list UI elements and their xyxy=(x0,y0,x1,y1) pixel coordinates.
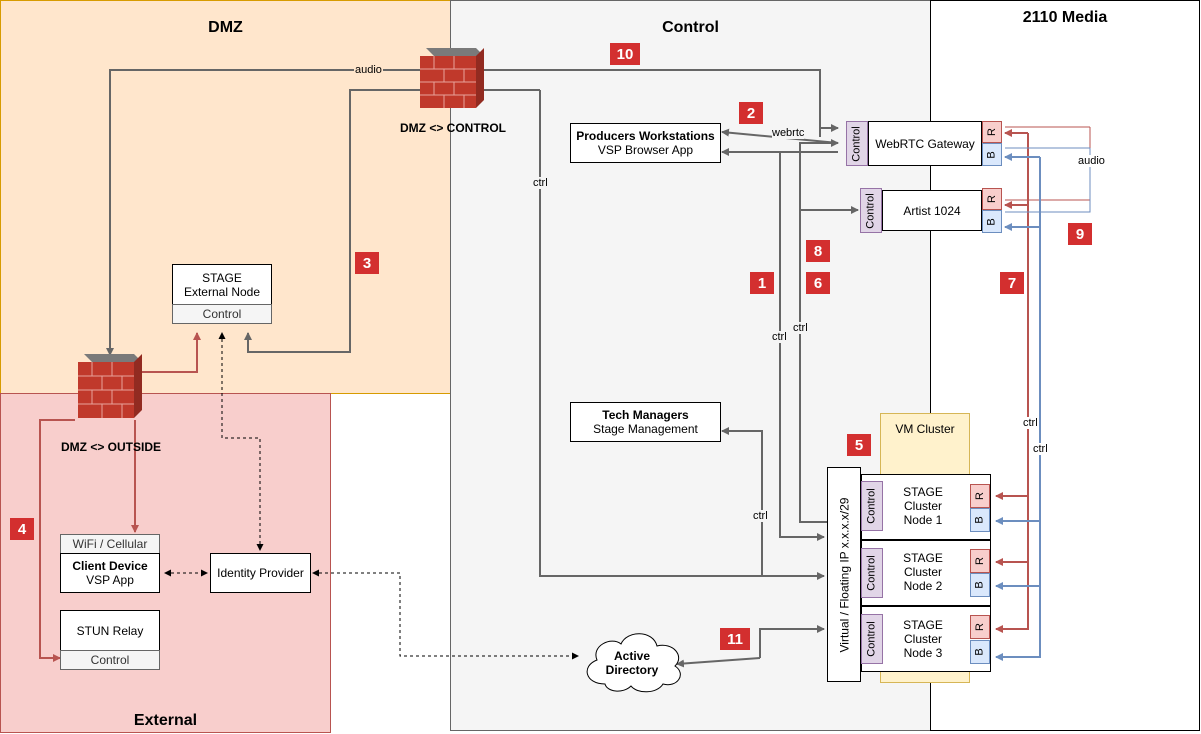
producers-title: Producers Workstations xyxy=(576,129,715,143)
artist-red-port: R xyxy=(982,188,1002,210)
cluster-node-1-control-port: Control xyxy=(861,481,883,531)
badge-1: 1 xyxy=(750,272,774,294)
firewall-dmz-outside-label: DMZ <> OUTSIDE xyxy=(61,440,162,454)
label-ctrl-6: ctrl xyxy=(793,322,808,334)
stun-relay: STUN Relay xyxy=(60,610,160,650)
cluster-node-2-line2: Cluster xyxy=(903,565,942,579)
cluster-node-3-red-port: R xyxy=(970,615,990,639)
identity-provider: Identity Provider xyxy=(210,553,311,593)
badge-5: 5 xyxy=(847,434,871,456)
client-device: Client Device VSP App xyxy=(60,553,160,593)
label-ctrl-media-2: ctrl xyxy=(1033,443,1048,455)
webrtc-gateway-label: WebRTC Gateway xyxy=(875,136,975,151)
cluster-node-3-line1: STAGE xyxy=(903,618,943,632)
active-directory-line2: Directory xyxy=(605,663,659,677)
label-ctrl-1: ctrl xyxy=(772,331,787,343)
cluster-node-3-control-port: Control xyxy=(861,614,883,664)
cluster-node-2-red-port: R xyxy=(970,549,990,573)
label-audio-right: audio xyxy=(1078,155,1105,167)
client-device-title: Client Device xyxy=(72,559,148,573)
cluster-node-2-line3: Node 2 xyxy=(903,579,943,593)
stage-external-control: Control xyxy=(172,304,272,324)
badge-4: 4 xyxy=(10,518,34,540)
artist-blue-port: B xyxy=(982,210,1002,233)
cluster-node-3-line2: Cluster xyxy=(903,632,942,646)
badge-3: 3 xyxy=(355,252,379,274)
firewall-dmz-control-icon xyxy=(418,38,484,110)
badge-11: 11 xyxy=(720,628,750,650)
stage-external-node: STAGE External Node xyxy=(172,264,272,304)
cluster-node-2-blue-port: B xyxy=(970,573,990,597)
cluster-node-3-blue-port: B xyxy=(970,640,990,664)
webrtc-gateway: WebRTC Gateway xyxy=(868,121,982,166)
client-device-sub: VSP App xyxy=(86,573,134,587)
active-directory-line1: Active xyxy=(613,649,651,663)
label-ctrl-media-1: ctrl xyxy=(1023,417,1038,429)
cluster-node-1-line3: Node 1 xyxy=(903,513,943,527)
media-zone-title: 2110 Media xyxy=(1022,9,1108,26)
label-ctrl-tech: ctrl xyxy=(753,510,768,522)
stun-relay-title: STUN Relay xyxy=(76,623,144,638)
badge-2: 2 xyxy=(739,102,763,124)
tech-managers: Tech Managers Stage Management xyxy=(570,402,721,442)
label-ctrl-firewall: ctrl xyxy=(533,177,548,189)
cluster-node-1-line1: STAGE xyxy=(903,485,943,499)
cluster-node-3-line3: Node 3 xyxy=(903,646,943,660)
virtual-floating-ip: Virtual / Floating IP x.x.x.x/29 xyxy=(827,467,861,682)
vm-cluster-label: VM Cluster xyxy=(895,422,955,436)
firewall-dmz-control-label: DMZ <> CONTROL xyxy=(400,121,507,135)
webrtc-gateway-blue-port: B xyxy=(982,143,1002,166)
cluster-node-2-control-port: Control xyxy=(861,548,883,598)
stage-external-line1: STAGE xyxy=(202,270,242,285)
control-zone-title: Control xyxy=(662,19,719,36)
artist-1024: Artist 1024 xyxy=(882,190,982,231)
stage-external-line2: External Node xyxy=(183,284,261,299)
producers-workstations: Producers Workstations VSP Browser App xyxy=(570,123,721,163)
identity-provider-label: Identity Provider xyxy=(217,566,304,580)
virtual-ip-label: Virtual / Floating IP x.x.x.x/29 xyxy=(837,497,851,652)
active-directory: Active Directory xyxy=(577,626,687,696)
client-device-network: WiFi / Cellular xyxy=(60,534,160,554)
cluster-node-1-line2: Cluster xyxy=(903,499,942,513)
firewall-dmz-outside-icon xyxy=(76,354,142,426)
label-webrtc: webrtc xyxy=(772,127,805,139)
badge-10: 10 xyxy=(610,43,640,65)
tech-managers-title: Tech Managers xyxy=(602,408,689,422)
cluster-node-2-line1: STAGE xyxy=(903,551,943,565)
cluster-node-1-blue-port: B xyxy=(970,508,990,532)
badge-7: 7 xyxy=(1000,272,1024,294)
stun-relay-control: Control xyxy=(60,650,160,670)
badge-6: 6 xyxy=(806,272,830,294)
webrtc-gateway-control-port: Control xyxy=(846,121,868,166)
cloud-icon xyxy=(586,633,681,693)
artist-control-port: Control xyxy=(860,188,882,233)
badge-8: 8 xyxy=(806,240,830,262)
artist-label: Artist 1024 xyxy=(903,203,961,218)
dmz-zone-title: DMZ xyxy=(208,19,243,36)
label-audio-top: audio xyxy=(354,64,383,76)
tech-managers-sub: Stage Management xyxy=(593,422,698,436)
webrtc-gateway-red-port: R xyxy=(982,121,1002,143)
cluster-node-1-red-port: R xyxy=(970,484,990,508)
producers-sub: VSP Browser App xyxy=(597,143,694,157)
external-zone-title: External xyxy=(133,712,198,729)
badge-9: 9 xyxy=(1068,223,1092,245)
